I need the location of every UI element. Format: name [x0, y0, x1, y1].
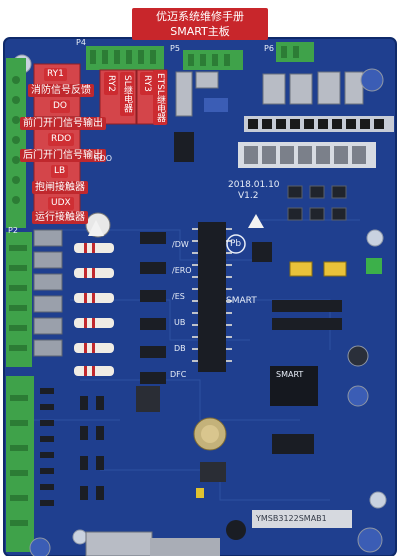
title-line-2: SMART主板 — [170, 25, 230, 38]
silk-dfc: DFC — [170, 370, 187, 379]
label-code-rdo: RDO — [48, 133, 75, 146]
silk-chip: SMART — [276, 370, 304, 379]
label-desc-ry1: 消防信号反馈 — [28, 84, 94, 97]
label-code-ry2: RY2 — [104, 72, 118, 95]
title-line-1: 优迈系统维修手册 — [156, 10, 244, 23]
silk-p2: P2 — [8, 226, 18, 235]
silk-ero: /ERO — [172, 266, 192, 275]
silk-ub: UB — [174, 318, 186, 327]
smart-chip — [270, 366, 318, 406]
silk-smart: SMART — [226, 296, 257, 306]
label-code-ry1: RY1 — [44, 68, 67, 81]
main-ic — [198, 222, 226, 372]
connector-left-mid — [6, 232, 32, 367]
silk-date: 2018.01.10 — [228, 180, 280, 190]
label-code-do: DO — [50, 100, 71, 113]
silk-model: YMSB3122SMAB1 — [256, 514, 327, 523]
silk-p6: P6 — [264, 44, 274, 53]
label-code-ry3: RY3 — [140, 72, 154, 95]
label-desc-ry3: ETSL继电器 — [153, 70, 167, 125]
label-code-lb: LB — [51, 165, 69, 178]
silk-p5: P5 — [170, 44, 180, 53]
label-desc-lb: 抱闸接触器 — [32, 181, 88, 194]
label-desc-udx: 运行接触器 — [32, 211, 88, 224]
silk-version: V1.2 — [238, 191, 259, 201]
silk-p4: P4 — [76, 38, 86, 47]
title-banner: 优迈系统维修手册 SMART主板 — [132, 8, 268, 40]
label-desc-rdo: 后门开门信号输出 — [20, 149, 106, 162]
silk-pb: Pb — [230, 239, 242, 249]
label-desc-do: 前门开门信号输出 — [20, 117, 106, 130]
silk-dw: /DW — [172, 240, 189, 249]
silk-db: DB — [174, 344, 186, 353]
label-code-udx: UDX — [48, 197, 74, 210]
silk-es: /ES — [172, 292, 185, 301]
label-desc-ry2: SL继电器 — [120, 72, 134, 116]
silk-rdo: RDO — [94, 154, 113, 163]
